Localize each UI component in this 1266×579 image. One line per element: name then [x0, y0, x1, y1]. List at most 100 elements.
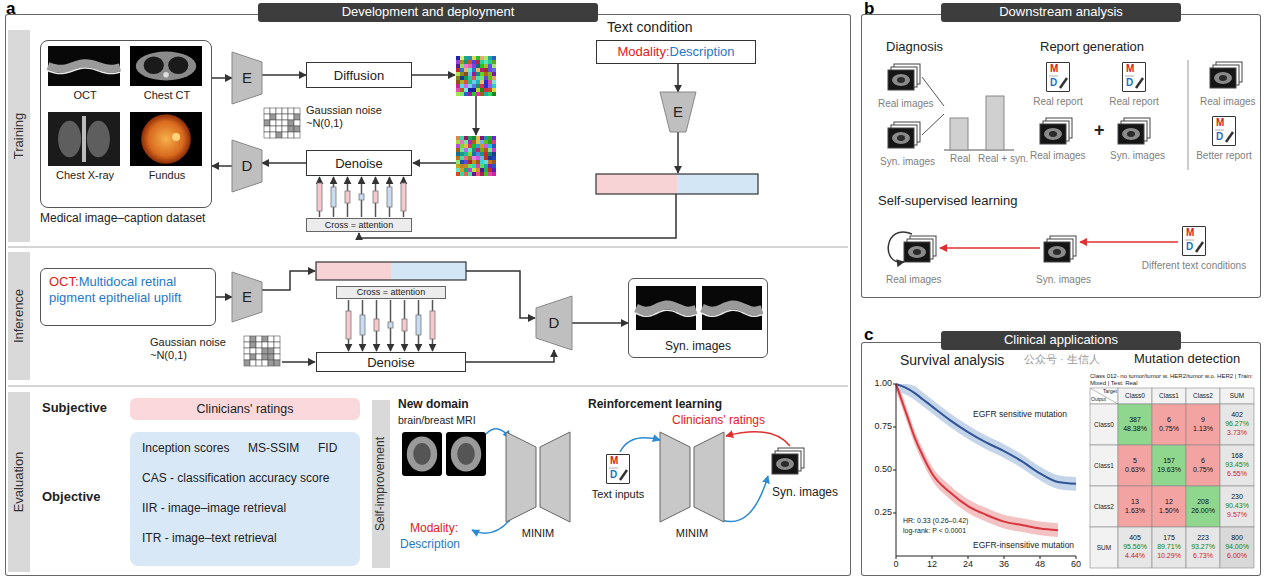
label-text: 208: [1197, 498, 1209, 506]
node-text: CAS - classification accuracy score: [142, 472, 329, 486]
section-rule: [8, 386, 848, 387]
confidence-band: [896, 384, 1058, 537]
fundus-image: [130, 112, 202, 166]
noise-image: [456, 136, 496, 176]
label-text: Gaussian noise ~N(0,1): [150, 336, 240, 361]
flow-connector: [212, 165, 232, 167]
node-text: Clinicians' ratings: [197, 402, 294, 416]
label-text: a: [6, 0, 15, 19]
unet-bar: [430, 311, 435, 339]
confusion-table: [1090, 388, 1254, 568]
node-text: Inference: [12, 289, 27, 343]
unet-bar: [359, 194, 364, 200]
node-text: Denoise: [367, 356, 415, 369]
flow-arrow: [412, 74, 455, 76]
label-text: 48: [1035, 559, 1045, 569]
label-text: EGFR sensitive mutation: [972, 410, 1068, 420]
label-text: 6.73%: [1193, 552, 1213, 560]
ct-image: [130, 46, 202, 86]
node-text: E: [242, 288, 252, 305]
node-text: M: [1050, 63, 1058, 75]
report-icon: MDBetter report: [1212, 116, 1236, 146]
node-text: Modality:: [617, 45, 669, 60]
label-text: 168: [1231, 452, 1243, 460]
report-icon: MDReal report: [1122, 62, 1146, 92]
noise-grid: [244, 336, 280, 366]
label-text: 6.55%: [1227, 470, 1247, 478]
label-text: Survival analysis: [900, 352, 1004, 368]
report-icon: MDText inputs: [606, 454, 630, 484]
label-text: 0: [893, 559, 898, 569]
metric-box: Inception scoresMS-SSIMFIDCAS - classifi…: [130, 432, 360, 566]
unet-bar: [360, 315, 365, 335]
noise-grid: [264, 108, 300, 138]
label-text: c: [864, 325, 873, 345]
node-text: D: [549, 314, 560, 331]
label-text: 0.75%: [1159, 425, 1179, 433]
process-box: Denoise: [316, 352, 466, 372]
section-band: Self-improvement: [372, 400, 390, 568]
node-text: IIR - image–image retrieval: [142, 502, 286, 516]
chart-bar: [986, 96, 1004, 150]
panel-frame: Development and deploymentTrainingInfere…: [5, 14, 851, 576]
image-stack: [1044, 236, 1076, 262]
label-text: 12: [1165, 498, 1173, 506]
label-text: 24: [963, 559, 973, 569]
output-box: Syn. images: [628, 278, 768, 358]
confidence-band: [896, 384, 1076, 491]
flow-arrow: [726, 432, 790, 446]
label-text: SUM: [1230, 392, 1244, 399]
prompt-box: OCT:Multidocal retinal pigment epithelia…: [40, 268, 216, 326]
label-text: 0.63%: [1125, 466, 1145, 474]
unet-bar: [345, 191, 350, 203]
label-text: Class 012- no tumor/tumor w. HER2/tumor …: [1090, 373, 1254, 387]
label-text: Real images: [1200, 96, 1256, 108]
image-stack: [1210, 62, 1242, 88]
label-text: 800: [1231, 534, 1243, 542]
node-text: Description: [670, 45, 735, 60]
flow-arrow: [1080, 241, 1178, 243]
label-text: Objective: [42, 490, 101, 505]
process-box: Cross = attention: [336, 286, 446, 299]
label-text: 9.57%: [1227, 511, 1247, 519]
label-text: Class0: [1094, 421, 1114, 428]
axis-tick: [896, 556, 897, 559]
image-stack: [888, 122, 920, 148]
image-stack: [888, 64, 920, 90]
label-text: Reinforcement learning: [588, 398, 722, 412]
label-text: Self-supervised learning: [878, 194, 1017, 209]
label-text: 175: [1163, 534, 1175, 542]
label-text: Gaussian noise ~N(0,1): [306, 104, 402, 129]
node-text: M: [610, 455, 618, 467]
unet-bar: [387, 187, 392, 207]
flow-connector: [212, 77, 232, 79]
label-text: 96.27%: [1225, 420, 1249, 428]
label-text: Real images: [886, 274, 942, 286]
node-text: MINIM: [522, 527, 554, 540]
label-text: 93.45%: [1225, 461, 1249, 469]
flow-arrow: [472, 520, 510, 533]
coder-trapezoid: D: [232, 140, 262, 192]
unet-bar: [388, 322, 393, 328]
process-box: Cross = attention: [306, 218, 412, 232]
label-text: 48.38%: [1123, 425, 1147, 433]
mri-image: [446, 432, 486, 476]
axis-tick: [968, 556, 969, 559]
label-text: Description: [400, 538, 460, 552]
node-text: Text condition: [607, 19, 693, 35]
coder-trapezoid: D: [536, 296, 572, 350]
node-text: D: [1126, 77, 1133, 89]
label-text: 89.71%: [1157, 543, 1181, 551]
label-text: 230: [1231, 493, 1243, 501]
label-text: 公众号 · 生信人: [1024, 353, 1100, 366]
axis-tick: [893, 470, 896, 471]
label-text: 0.75%: [1193, 466, 1213, 474]
label-text: 157: [1163, 457, 1175, 465]
label-text: Report generation: [1040, 40, 1144, 55]
label-text: 0.75: [874, 421, 892, 431]
node-text: M: [1186, 227, 1194, 239]
node-text: Chest CT: [144, 89, 190, 102]
label-text: Class0: [1125, 392, 1145, 399]
label-text: 95.56%: [1123, 543, 1147, 551]
text-condition-box: Text conditionModality:Description: [596, 40, 756, 64]
